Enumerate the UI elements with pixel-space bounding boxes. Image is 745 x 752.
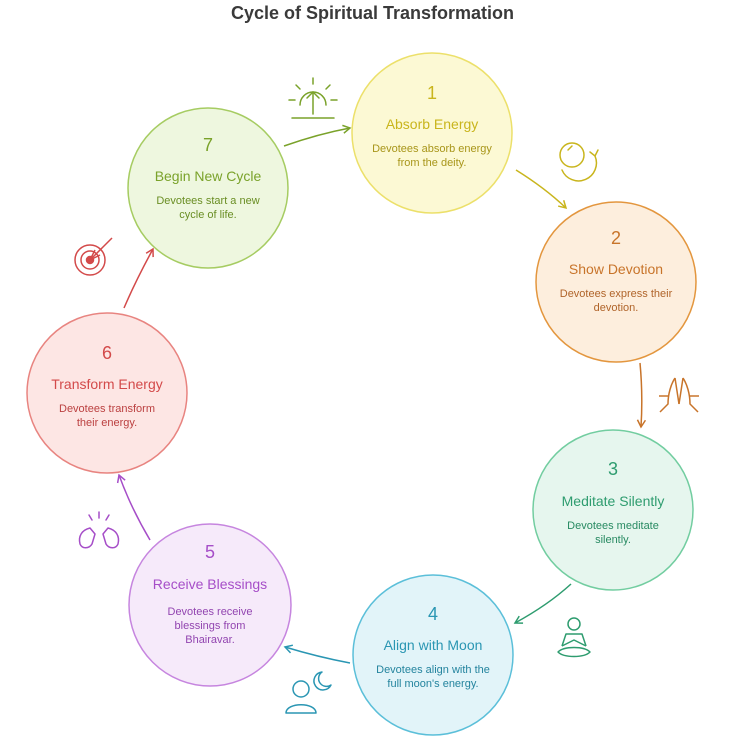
step-7-number: 7 — [203, 135, 213, 155]
step-4-node: 4 Align with Moon Devotees align with th… — [352, 574, 514, 736]
arrow-2-to-3 — [636, 362, 647, 429]
step-5-desc-line3: Bhairavar. — [185, 634, 235, 646]
step-6-node: 6 Transform Energy Devotees transform th… — [26, 312, 188, 474]
person-moon-icon — [285, 671, 332, 714]
blessing-hands-icon — [78, 511, 120, 549]
step-3-circle — [532, 429, 694, 591]
step-7-node: 7 Begin New Cycle Devotees start a new c… — [127, 107, 289, 269]
arrow-6-to-7 — [123, 247, 154, 309]
step-1-number: 1 — [427, 83, 437, 103]
arrow-4-to-5 — [283, 644, 351, 664]
arrow-5-to-6 — [116, 473, 151, 541]
step-6-desc-line2: their energy. — [77, 417, 137, 429]
target-arrow-icon — [74, 237, 113, 276]
step-2-desc-line1: Devotees express their — [560, 288, 673, 300]
step-3-desc-line2: silently. — [595, 534, 631, 546]
step-3-node: 3 Meditate Silently Devotees meditate si… — [532, 429, 694, 591]
step-6-number: 6 — [102, 343, 112, 363]
meditating-person-icon — [557, 617, 591, 658]
step-5-desc-line1: Devotees receive — [168, 606, 253, 618]
step-2-title: Show Devotion — [569, 261, 663, 277]
step-2-circle — [535, 201, 697, 363]
step-5-desc-line2: blessings from — [175, 620, 246, 632]
arrow-7-to-1 — [283, 124, 352, 147]
step-3-number: 3 — [608, 459, 618, 479]
arrow-1-to-2 — [515, 169, 568, 210]
arrow-3-to-4 — [513, 583, 572, 624]
step-1-node: 1 Absorb Energy Devotees absorb energy f… — [351, 52, 513, 214]
step-6-desc-line1: Devotees transform — [59, 403, 155, 415]
step-5-number: 5 — [205, 542, 215, 562]
step-1-desc-line1: Devotees absorb energy — [372, 143, 492, 155]
step-7-desc-line1: Devotees start a new — [156, 195, 259, 207]
praying-hands-icon — [659, 377, 699, 413]
step-7-title: Begin New Cycle — [155, 168, 262, 184]
step-7-desc-line2: cycle of life. — [179, 209, 236, 221]
step-2-desc-line2: devotion. — [594, 302, 639, 314]
step-6-title: Transform Energy — [51, 376, 163, 392]
sun-arrow-icon — [288, 77, 338, 119]
rotate-cycle-icon — [559, 142, 599, 182]
step-4-circle — [352, 574, 514, 736]
step-1-circle — [351, 52, 513, 214]
step-4-desc-line1: Devotees align with the — [376, 664, 490, 676]
step-4-desc-line2: full moon's energy. — [387, 678, 478, 690]
step-7-circle — [127, 107, 289, 269]
step-6-circle — [26, 312, 188, 474]
step-5-node: 5 Receive Blessings Devotees receive ble… — [128, 523, 292, 687]
step-1-desc-line2: from the deity. — [398, 157, 467, 169]
step-2-number: 2 — [611, 228, 621, 248]
step-3-desc-line1: Devotees meditate — [567, 520, 659, 532]
step-4-title: Align with Moon — [384, 637, 483, 653]
step-3-title: Meditate Silently — [562, 493, 665, 509]
step-5-circle — [128, 523, 292, 687]
page-title: Cycle of Spiritual Transformation — [230, 3, 515, 23]
step-4-number: 4 — [428, 604, 438, 624]
step-5-title: Receive Blessings — [153, 576, 267, 592]
step-2-node: 2 Show Devotion Devotees express their d… — [535, 201, 697, 363]
step-1-title: Absorb Energy — [386, 116, 479, 132]
